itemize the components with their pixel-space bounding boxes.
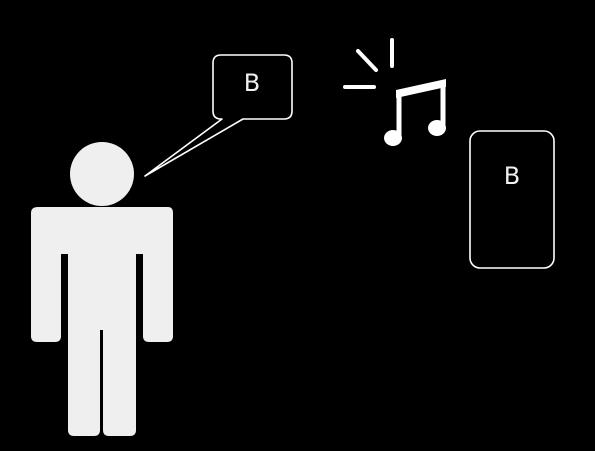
burst-line-diagonal: [356, 49, 378, 72]
phone-label: B: [504, 162, 520, 190]
person-head: [70, 142, 134, 206]
person-body: [31, 207, 173, 436]
music-note-head-left: [384, 130, 402, 146]
phone-outline: [469, 130, 555, 269]
sound-burst-icon: [343, 38, 394, 89]
speech-bubble-label: B: [244, 69, 260, 97]
speech-bubble-icon: B: [144, 54, 293, 177]
speech-bubble-outline: [144, 54, 293, 177]
music-note-beam: [396, 79, 446, 98]
music-note-head-right: [428, 120, 446, 136]
phone-icon: B: [469, 130, 555, 269]
person-icon: [31, 142, 173, 436]
music-note-icon: [384, 79, 446, 146]
